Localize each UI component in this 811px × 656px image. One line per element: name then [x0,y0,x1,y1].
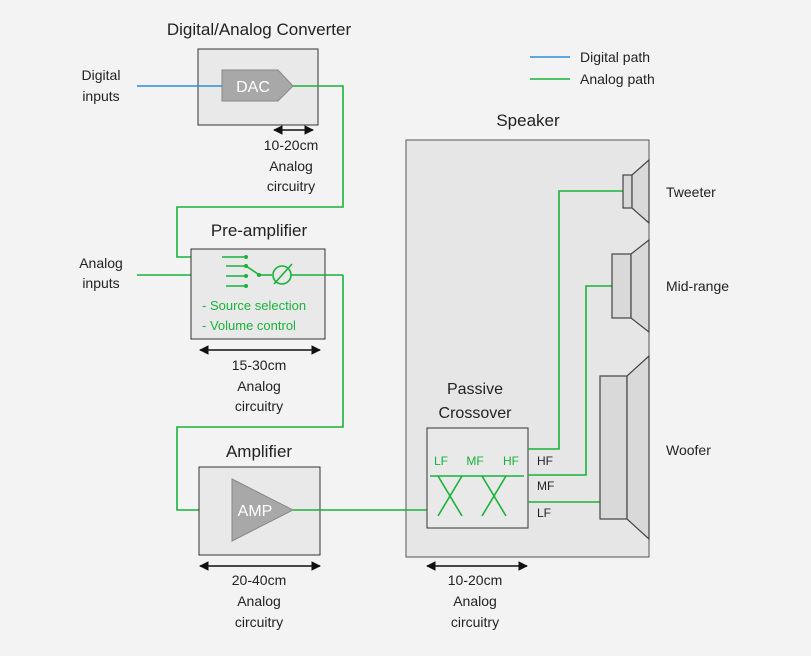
dac-note-line1: Analog [269,158,313,174]
crossover-box [426,427,529,529]
source-selector-icon [222,255,272,288]
speaker-span-label: 10-20cm [448,572,502,588]
preamp-span-label: 15-30cm [232,357,286,373]
amp-block-shape [231,478,295,542]
preamp-feature-source-selection: - Source selection [202,298,306,313]
woofer-driver [599,354,650,541]
digital-inputs-label-line1: Digital [82,67,121,83]
midrange-driver [611,238,650,334]
crossover-band-hf: HF [503,454,519,468]
hf-to-tweeter-wire [528,190,623,450]
dac-block-shape [221,69,294,102]
crossover-band-mf: MF [466,454,483,468]
amp-note-line1: Analog [237,593,281,609]
analog-path-legend-label: Analog path [580,71,655,87]
speaker-note-line2: circuitry [451,614,499,630]
amp-block-label: AMP [238,503,273,520]
dac-to-preamp-wire [176,85,344,258]
dac-title: Digital/Analog Converter [167,20,352,39]
dac-section: Digital/Analog Converter DAC 10-20cm Ana… [137,20,351,194]
analog-inputs-label-line1: Analog [79,255,123,271]
preamp-section: Pre-amplifier - Source selection - Volum… [190,221,343,414]
preamp-feature-volume-control: - Volume control [202,318,296,333]
digital-inputs-label-line2: inputs [82,88,119,104]
dac-block-label: DAC [236,79,270,96]
dac-note-line2: circuitry [267,178,315,194]
speaker-title: Speaker [496,111,560,130]
crossover-title-line2: Crossover [439,405,513,422]
speaker-note-line1: Analog [453,593,497,609]
woofer-label: Woofer [666,442,711,458]
preamp-note-line1: Analog [237,378,281,394]
amp-title: Amplifier [226,442,292,461]
crossover-output-hf: HF [537,454,553,468]
preamp-box [190,248,326,340]
volume-control-icon [272,263,343,285]
tweeter-label: Tweeter [666,184,716,200]
amp-span-label: 20-40cm [232,572,286,588]
legend: Digital path Analog path [530,49,655,87]
crossover-band-lf: LF [434,454,448,468]
digital-path-legend-label: Digital path [580,49,650,65]
amp-note-line2: circuitry [235,614,283,630]
midrange-label: Mid-range [666,278,729,294]
crossover-output-mf: MF [537,479,554,493]
mf-to-midrange-wire [528,285,612,476]
amp-section: Amplifier AMP 20-40cm Analog circuitry [198,442,321,630]
preamp-to-amp-wire [176,275,344,511]
crossover-title-line1: Passive [447,381,503,398]
crossover-filter-curves [430,475,524,517]
speaker-section: Speaker Passive Crossover LF MF HF HF MF… [293,111,729,630]
preamp-note-line2: circuitry [235,398,283,414]
dac-span-label: 10-20cm [264,137,318,153]
crossover-output-lf: LF [537,506,551,520]
analog-inputs-label-line2: inputs [82,275,119,291]
preamp-title: Pre-amplifier [211,221,308,240]
tweeter-driver [622,158,650,225]
